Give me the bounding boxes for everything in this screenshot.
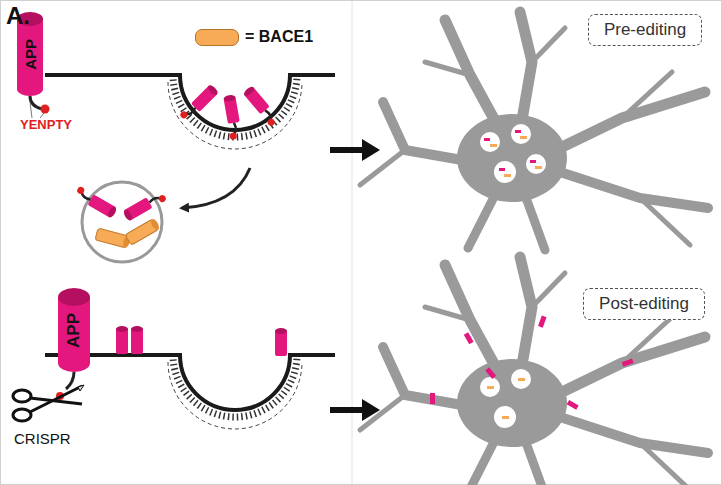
stage-box: Pre-editing bbox=[588, 14, 702, 46]
soma-endosomes bbox=[480, 124, 546, 183]
surface-app bbox=[430, 316, 634, 410]
big-arrow bbox=[330, 147, 364, 153]
cell-membrane bbox=[45, 355, 335, 410]
legend-text: = BACE1 bbox=[245, 28, 313, 46]
app-protein bbox=[242, 85, 280, 127]
app-protein bbox=[179, 83, 219, 123]
soma-endosomes bbox=[480, 369, 531, 428]
app-protein bbox=[116, 326, 128, 354]
cell-membrane bbox=[45, 75, 335, 130]
app-cylinder: APP bbox=[58, 288, 90, 372]
tool-label: CRISPR bbox=[14, 430, 71, 447]
stage-box: Post-editing bbox=[583, 288, 705, 320]
protein-label: APP bbox=[64, 313, 84, 348]
clathrin-coat bbox=[168, 362, 302, 429]
legend-row: = BACE1 bbox=[195, 28, 313, 46]
app-tail bbox=[66, 372, 74, 389]
clathrin-coat bbox=[168, 82, 302, 149]
endocytosis-arrow bbox=[182, 168, 250, 208]
bace1-protein bbox=[125, 218, 160, 245]
neuron bbox=[360, 12, 708, 250]
app-protein bbox=[275, 328, 287, 356]
app-protein bbox=[73, 186, 118, 219]
motif-label: YENPTY bbox=[20, 117, 72, 132]
protein-label: APP bbox=[22, 39, 39, 70]
app-protein bbox=[223, 94, 243, 140]
endosome-vesicle bbox=[82, 182, 162, 262]
app-protein bbox=[122, 189, 167, 222]
app-protein bbox=[131, 326, 143, 354]
bace1-protein bbox=[95, 228, 131, 248]
big-arrow bbox=[330, 407, 364, 413]
stage-label: Pre-editing bbox=[604, 20, 686, 40]
big-arrow-head bbox=[362, 139, 380, 161]
leader-line bbox=[30, 102, 32, 118]
panel-letter: A. bbox=[6, 2, 30, 30]
neuron bbox=[360, 257, 708, 485]
scissors-icon bbox=[13, 385, 84, 421]
legend-swatch bbox=[195, 29, 239, 46]
yenpty-motif bbox=[41, 105, 50, 114]
stage-label: Post-editing bbox=[599, 294, 689, 314]
app-tail bbox=[30, 96, 42, 109]
